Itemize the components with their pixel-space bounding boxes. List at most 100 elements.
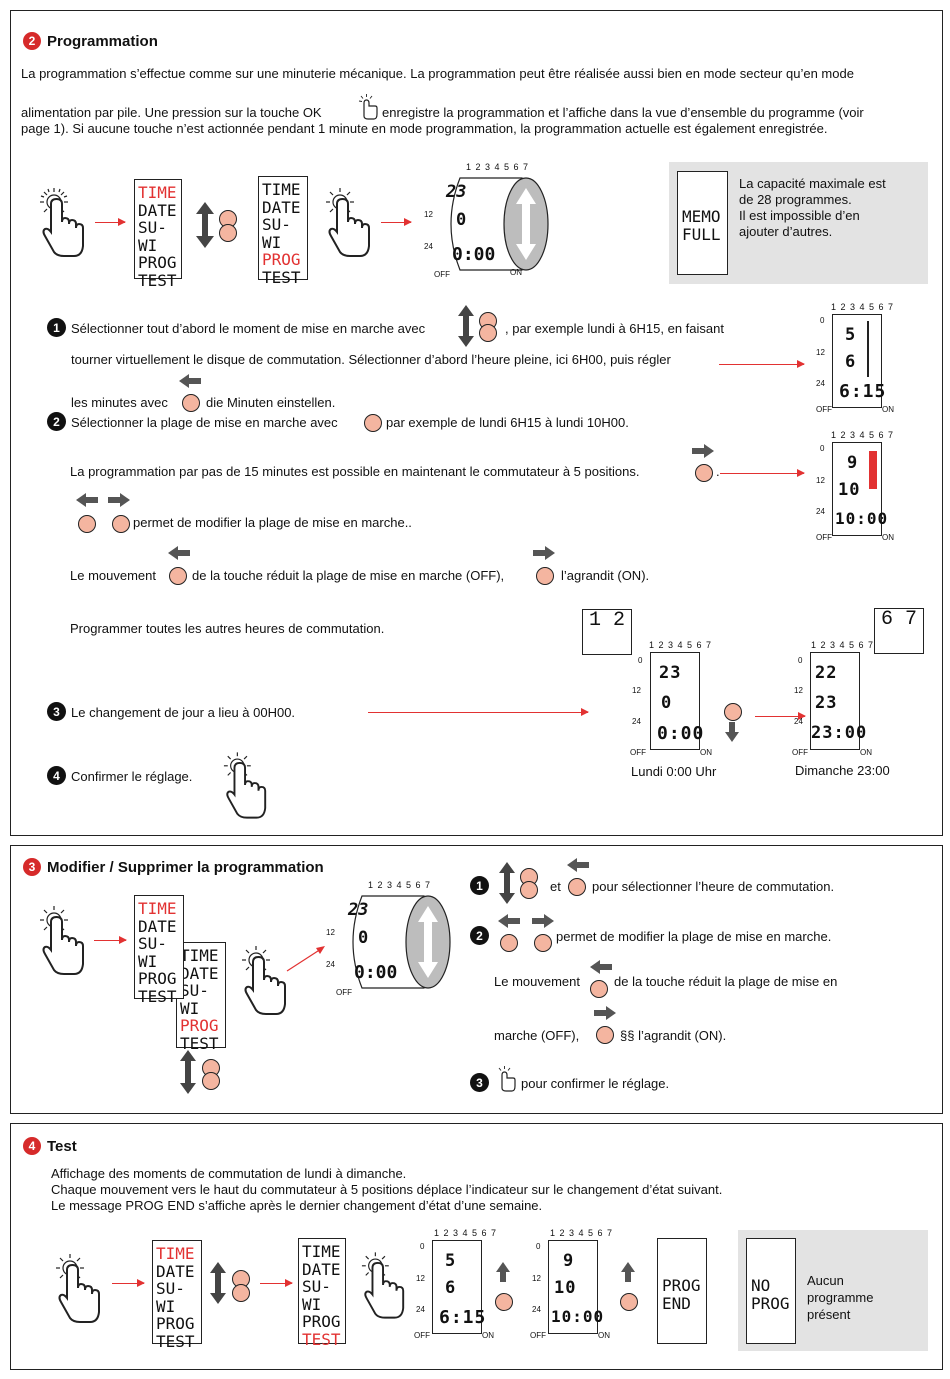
step1-text-a: Sélectionner tout d’abord le moment de m… [71, 321, 426, 336]
modify-text-5: pour confirmer le réglage. [521, 1076, 670, 1091]
menu-display-time-selected: TIME DATE SU-WI PROG TEST [134, 179, 182, 289]
memo-text-4: ajouter d’autres. [739, 224, 833, 239]
switch-knob [202, 1072, 220, 1090]
drum-days: 1 2 3 4 5 6 7 [466, 162, 530, 172]
step2-text-a: Sélectionner la plage de mise en marche … [71, 415, 338, 430]
menu-item-test: TEST [138, 986, 177, 1006]
modify-text-2: permet de modifier la plage de mise en m… [556, 929, 832, 944]
up-down-arrow-icon [458, 305, 474, 347]
hand-press-icon [223, 752, 267, 819]
switching-drum: 1 2 3 4 5 6 7 12 24 OFF 23 0 0:00 [322, 880, 452, 998]
lcd-hour-1: 22 [815, 663, 838, 683]
menu-display-time-selected: TIME DATE SU-WI PROG TEST [152, 1240, 202, 1350]
arrow-left-icon [498, 914, 520, 928]
menu-item-date: DATE [156, 1261, 195, 1281]
memo-line-2: FULL [682, 225, 721, 244]
drum-hour-23: 23 [446, 182, 467, 202]
no-prog-line-2: PROG [751, 1294, 790, 1313]
step2-text-e3: l’agrandit (ON). [561, 568, 650, 583]
lcd-time: 0:00 [657, 723, 705, 744]
lcd-screen: 23 0 0:00 [650, 652, 703, 750]
flow-arrow [719, 360, 805, 368]
axis-24: 24 [816, 379, 825, 388]
menu-item-suwi: SU-WI [180, 981, 209, 1018]
drum-drawing [352, 895, 451, 989]
axis-24: 24 [424, 242, 433, 251]
lcd-days: 1 2 3 4 5 6 7 [550, 1228, 614, 1238]
prog-end-display: PROG END [657, 1238, 707, 1344]
axis-12: 12 [632, 686, 641, 695]
memo-text-3: Il est impossible d’en [739, 208, 860, 223]
lcd-hour-2: 10 [554, 1278, 577, 1298]
menu-item-suwi: SU-WI [138, 218, 167, 255]
switch-knob [112, 515, 130, 533]
up-down-arrow-icon [180, 1050, 196, 1094]
lcd-10h00: 1 2 3 4 5 6 7 9 10 10:00 0 12 24 OFF ON [812, 430, 902, 545]
axis-12: 12 [816, 348, 825, 357]
axis-12: 12 [794, 686, 803, 695]
drum-time: 0:00 [452, 244, 496, 265]
step-number: 4 [47, 766, 66, 785]
section-number: 2 [23, 32, 41, 50]
menu-item-prog: PROG [180, 1016, 219, 1035]
step1-text-c: tourner virtuellement le disque de commu… [71, 352, 671, 367]
menu-item-suwi: SU-WI [138, 934, 167, 971]
axis-off: OFF [336, 988, 352, 997]
day-zoom-67: 6 7 [874, 608, 924, 654]
step2-text-e2: de la touche réduit la plage de mise en … [192, 568, 505, 583]
axis-off: OFF [630, 748, 646, 757]
lcd-hour-1: 5 [845, 325, 857, 345]
modify-text-3b: de la touche réduit la plage de mise en [614, 974, 838, 989]
switch-knob [219, 224, 237, 242]
lcd-hour-2: 0 [661, 693, 673, 713]
menu-item-test: TEST [302, 1329, 341, 1349]
axis-0: 0 [820, 444, 825, 453]
intro-line-1: La programmation s’effectue comme sur un… [21, 66, 854, 81]
section-number: 4 [23, 1137, 41, 1155]
step3-text-a: Le changement de jour a lieu à 00H00. [71, 705, 296, 720]
ok-press-icon [498, 1066, 516, 1092]
menu-item-time: TIME [156, 1244, 195, 1263]
axis-0: 0 [820, 316, 825, 325]
lcd-scale [867, 321, 869, 377]
arrow-left-icon [590, 960, 612, 974]
arrow-right-icon [533, 546, 555, 560]
drum-days: 1 2 3 4 5 6 7 [368, 880, 432, 890]
menu-item-date: DATE [138, 916, 177, 936]
hand-press-icon [56, 1254, 100, 1323]
arrow-left-icon [179, 374, 201, 388]
switch-knob [536, 567, 554, 585]
switch-knob [364, 414, 382, 432]
menu-item-time: TIME [138, 899, 177, 918]
test-text-3: Le message PROG END s’affiche après le d… [51, 1198, 543, 1213]
axis-off: OFF [816, 533, 832, 542]
step2-text-b: par exemple de lundi 6H15 à lundi 10H00. [386, 415, 629, 430]
axis-off: OFF [792, 748, 808, 757]
switch-knob [534, 934, 552, 952]
up-down-arrow-icon [210, 1262, 226, 1304]
arrow-down-icon [725, 722, 739, 742]
lcd-screen: 5 6 6:15 [832, 314, 885, 408]
hand-press-icon [40, 906, 84, 975]
flow-arrow [720, 469, 805, 477]
hand-press-icon [326, 188, 370, 257]
arrow-right-icon [108, 493, 130, 507]
section-number: 3 [23, 858, 41, 876]
lcd-hour-2: 10 [838, 480, 861, 500]
drum-hour-0: 0 [456, 210, 467, 230]
no-program-text-3: présent [807, 1307, 851, 1322]
zoom-days: 6 7 [880, 608, 917, 631]
lcd-days: 1 2 3 4 5 6 7 [434, 1228, 498, 1238]
test-text-1: Affichage des moments de commutation de … [51, 1166, 407, 1181]
menu-display-prog-selected: TIME DATE SU-WI PROG TEST [176, 942, 226, 1052]
intro-line-2a: alimentation par pile. Une pression sur … [21, 105, 322, 120]
caption-monday: Lundi 0:00 Uhr [631, 764, 717, 779]
axis-12: 12 [532, 1274, 541, 1283]
modify-text-1a: et [550, 879, 561, 894]
ok-press-icon [358, 94, 378, 120]
menu-item-date: DATE [262, 197, 301, 217]
switch-knob [479, 324, 497, 342]
axis-24: 24 [532, 1305, 541, 1314]
arrow-right-icon [594, 1006, 616, 1020]
menu-item-time: TIME [302, 1242, 341, 1261]
